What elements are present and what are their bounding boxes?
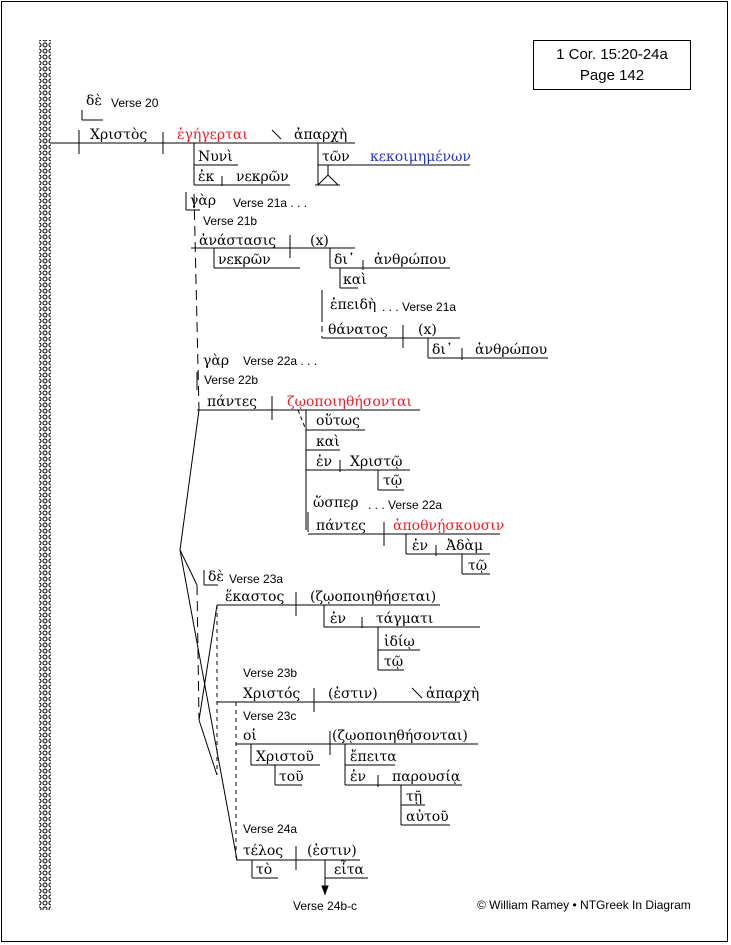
- implied-verb: (x): [310, 233, 329, 249]
- adverb-word: Νυνὶ: [198, 149, 233, 165]
- object-word: νεκρῶν: [236, 169, 289, 185]
- preposition-word: ἐν: [316, 454, 333, 470]
- implied-verb: (ἐστιν): [307, 843, 357, 859]
- word-de: δὲ: [208, 569, 224, 585]
- pronoun-word: αὐτοῦ: [406, 809, 449, 825]
- page-number: Page 142: [579, 67, 645, 84]
- subject-word: πάντες: [316, 518, 367, 534]
- verse-label: Verse 22a . . .: [243, 354, 318, 368]
- predicate-word: ἀπαρχὴ: [294, 127, 348, 143]
- verse-label: Verse 22b: [204, 373, 259, 387]
- subject-word: πάντες: [207, 394, 258, 410]
- main-lines: [50, 110, 548, 896]
- reference-text: 1 Cor. 15:20-24a: [556, 46, 668, 63]
- verse-label: Verse 21a . . .: [233, 196, 308, 210]
- verb-word: ἀποθνῄσκουσιν: [393, 518, 505, 534]
- object-word: παρουσίᾳ: [392, 769, 461, 785]
- verb-word: ζῳοποιηθήσονται: [287, 394, 412, 410]
- implied-verb: (x): [418, 322, 437, 338]
- adverb-word: ἔπειτα: [350, 749, 397, 765]
- word-gar: γὰρ: [190, 193, 217, 209]
- object-word: ἀνθρώπου: [374, 252, 447, 268]
- object-word: Χριστῷ: [350, 454, 403, 470]
- article-word: τῶν: [322, 149, 350, 165]
- article-word: τῷ: [468, 558, 488, 574]
- preposition-word: ἐν: [350, 769, 367, 785]
- subject-word: Χριστὸς: [90, 127, 148, 143]
- article-word: τοῦ: [279, 769, 304, 785]
- word-de: δὲ: [86, 93, 102, 109]
- implied-verb: (ζῳοποιηθήσεται): [310, 589, 437, 605]
- adverb-word: οὕτως: [316, 413, 360, 429]
- conjunction-word: καὶ: [316, 434, 340, 450]
- verse-label: Verse 23a: [229, 572, 284, 586]
- preposition-word: δι᾽: [432, 342, 453, 358]
- verse-label: Verse 24a: [243, 822, 298, 836]
- participle-word: κεκοιμημένων: [370, 149, 471, 165]
- preposition-word: ἐν: [330, 611, 347, 627]
- object-word: ἀνθρώπου: [475, 342, 548, 358]
- subject-word: ἕκαστος: [225, 589, 285, 605]
- adverb-word: εἶτα: [334, 862, 364, 878]
- article-word: τῷ: [384, 654, 404, 670]
- article-word: οἱ: [243, 728, 257, 744]
- genitive-word: νεκρῶν: [218, 252, 271, 268]
- object-word: τάγματι: [376, 611, 434, 627]
- adjective-word: ἰδίῳ: [384, 634, 415, 650]
- predicate-word: ἀπαρχὴ: [426, 686, 480, 702]
- verse-label: . . . Verse 22a: [368, 498, 443, 512]
- scripture-reference-box: 1 Cor. 15:20-24a Page 142: [533, 40, 691, 90]
- verse-label: Verse 23c: [243, 709, 297, 723]
- subject-word: ἀνάστασις: [199, 233, 277, 249]
- verse-label: Verse 20: [111, 96, 159, 110]
- subject-word: Χριστός: [243, 686, 301, 702]
- verb-word: ἐγήγερται: [177, 127, 248, 143]
- preposition-word: ἐκ: [198, 169, 215, 185]
- preposition-word: ἐν: [412, 538, 429, 554]
- conjunction-word: ἐπειδὴ: [330, 297, 377, 313]
- verse-label: . . . Verse 21a: [382, 300, 457, 314]
- article-word: τὸ: [256, 862, 273, 878]
- subject-word: τέλος: [243, 843, 284, 859]
- implied-verb: (ζῳοποιηθήσονται): [332, 728, 468, 744]
- word-gar: γὰρ: [203, 353, 230, 369]
- left-chain-border: [39, 40, 51, 910]
- genitive-word: Χριστοῦ: [256, 749, 314, 765]
- verse-label: Verse 24b-c: [293, 899, 358, 913]
- article-word: τῇ: [406, 789, 423, 805]
- article-word: τῷ: [383, 473, 403, 489]
- copyright-text: © William Ramey • NTGreek In Diagram: [477, 898, 691, 912]
- implied-verb: (ἐστιν): [328, 686, 378, 702]
- preposition-word: δι᾽: [334, 252, 355, 268]
- conjunction-word: καὶ: [343, 272, 367, 288]
- conjunction-word: ὥσπερ: [313, 495, 359, 511]
- object-word: Ἀδὰμ: [446, 538, 484, 554]
- subject-word: θάνατος: [328, 322, 388, 338]
- verse-label: Verse 23b: [243, 666, 298, 680]
- verse-label: Verse 21b: [203, 214, 258, 228]
